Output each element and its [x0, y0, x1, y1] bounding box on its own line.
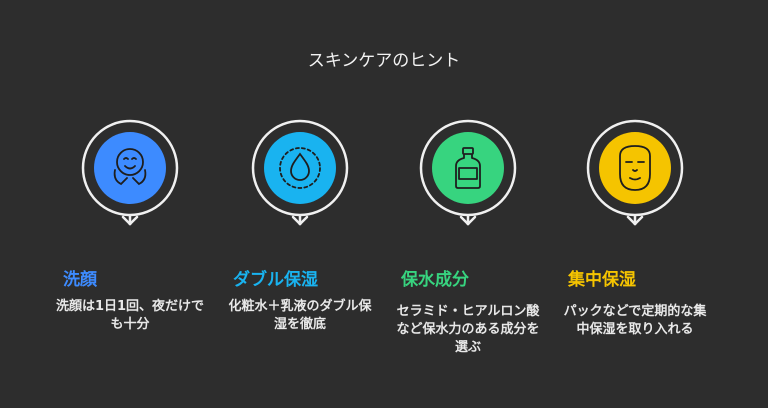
step-ring [586, 119, 684, 226]
step-ring [251, 119, 349, 226]
step-description: 化粧水＋乳液のダブル保湿を徹底 [228, 299, 372, 332]
step-moisture-ingredients: 保水成分 セラミド・ヒアルロン酸など保水力のある成分を選ぶ [393, 100, 563, 400]
step-heading: ダブル保湿 [233, 270, 318, 290]
step-description: セラミド・ヒアルロン酸など保水力のある成分を選ぶ [396, 304, 540, 355]
face-mask-icon [619, 145, 651, 191]
step-heading: 集中保湿 [568, 270, 636, 290]
step-ring [81, 119, 179, 226]
step-intensive-moisture: 集中保湿 パックなどで定期的な集中保湿を取り入れる [560, 100, 730, 400]
step-description: パックなどで定期的な集中保湿を取り入れる [563, 304, 707, 337]
bottle-icon [455, 147, 481, 189]
step-description: 洗顔は1日1回、夜だけでも十分 [55, 299, 205, 332]
step-heading: 保水成分 [401, 270, 469, 290]
step-ring [419, 119, 517, 226]
smiling-face-icon [113, 148, 147, 186]
step-heading: 洗顔 [63, 270, 97, 290]
page-title: スキンケアのヒント [307, 51, 461, 71]
step-double-moisture: ダブル保湿 化粧水＋乳液のダブル保湿を徹底 [225, 100, 395, 400]
step-face-wash: 洗顔 洗顔は1日1回、夜だけでも十分 [55, 100, 225, 400]
water-drop-icon [279, 147, 321, 189]
